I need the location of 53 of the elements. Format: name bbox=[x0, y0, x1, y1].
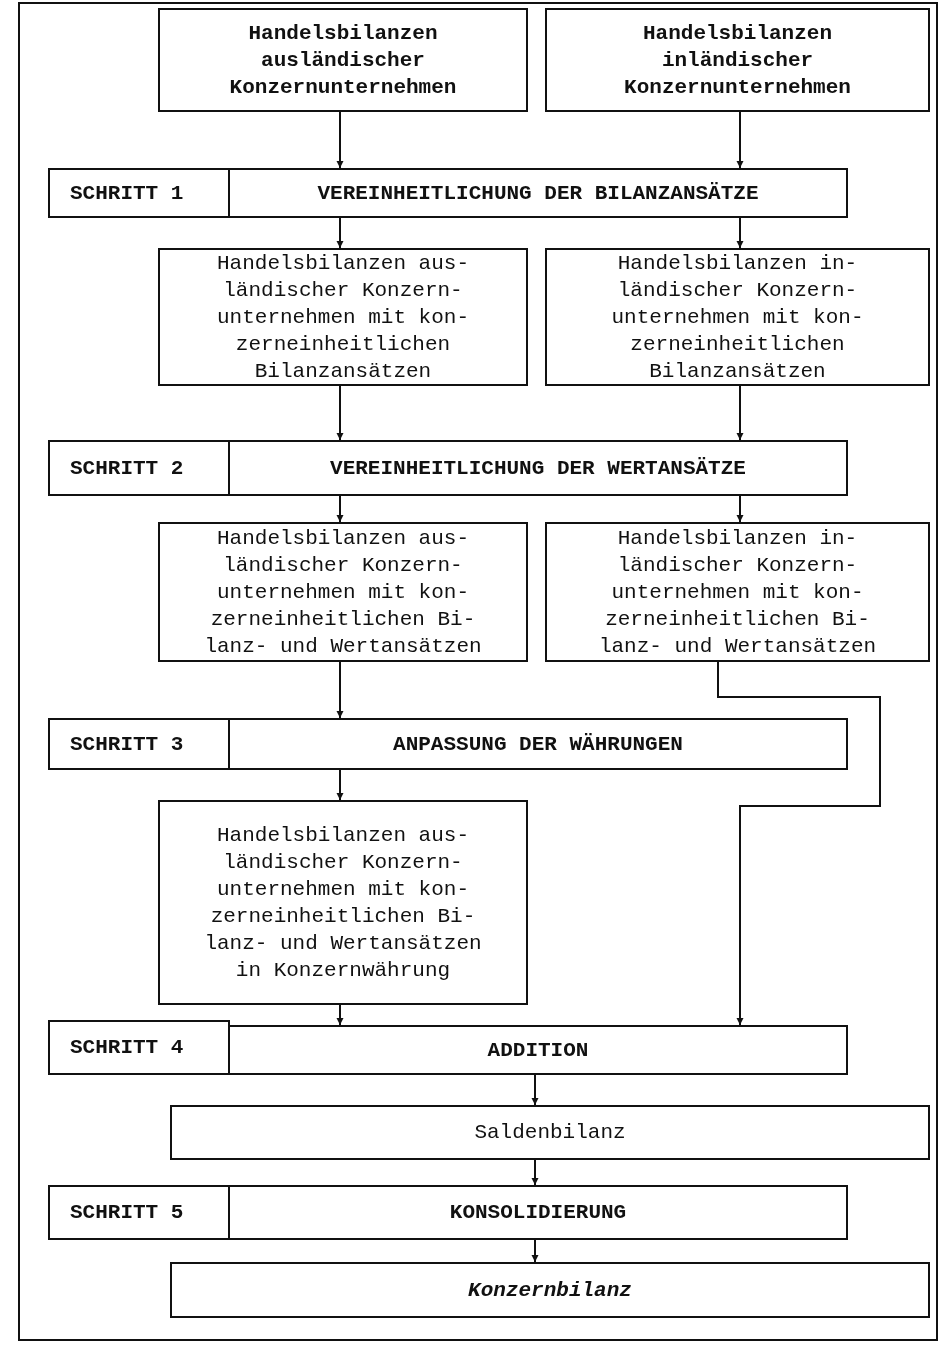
process-box bbox=[158, 800, 528, 1005]
arrow bbox=[736, 385, 744, 441]
step-number: SCHRITT 1 bbox=[70, 180, 184, 207]
step-title: KONSOLIDIERUNG bbox=[449, 1200, 627, 1226]
box-text: Handelsbilanzen in- ländischer Konzern- unternehmen mit kon- zerneinheitlichen Bilanzansätzen bbox=[610, 250, 865, 385]
step-title: ANPASSUNG DER WÄHRUNGEN bbox=[393, 731, 683, 758]
process-box bbox=[158, 522, 528, 662]
step-number: SCHRITT 4 bbox=[70, 1035, 184, 1061]
step-number: SCHRITT 3 bbox=[70, 731, 184, 758]
step-title-box bbox=[228, 440, 848, 496]
step-title-box bbox=[228, 168, 848, 218]
box-text: Handelsbilanzen inländischer Konzernunternehmen bbox=[623, 20, 852, 101]
box-text: Handelsbilanzen aus- ländischer Konzern- unternehmen mit kon- zerneinheitlichen Bi- lanz- und Wertansätzen bbox=[204, 525, 482, 660]
arrow bbox=[531, 1074, 539, 1106]
step-title: VEREINHEITLICHUNG DER WERTANSÄTZE bbox=[330, 455, 746, 482]
arrow bbox=[717, 661, 881, 1026]
step-label-box bbox=[48, 1185, 230, 1240]
arrow bbox=[336, 661, 344, 719]
arrow bbox=[531, 1239, 539, 1263]
box-text: Saldenbilanz bbox=[474, 1120, 626, 1146]
process-box bbox=[545, 8, 930, 112]
step-title: ADDITION bbox=[487, 1037, 589, 1064]
arrow bbox=[336, 111, 344, 169]
step-label-box bbox=[48, 440, 230, 496]
arrow bbox=[336, 1004, 344, 1026]
step-title-box bbox=[228, 1025, 848, 1075]
step-label-box bbox=[48, 718, 230, 770]
step-number: SCHRITT 5 bbox=[70, 1200, 184, 1226]
step-title-box bbox=[228, 1185, 848, 1240]
process-box bbox=[158, 248, 528, 386]
box-text: Konzernbilanz bbox=[468, 1277, 632, 1304]
process-box bbox=[170, 1105, 930, 1160]
arrow bbox=[736, 495, 744, 523]
arrow bbox=[736, 111, 744, 169]
process-box bbox=[158, 8, 528, 112]
process-box bbox=[545, 248, 930, 386]
arrow bbox=[736, 217, 744, 249]
arrow bbox=[336, 385, 344, 441]
box-text: Handelsbilanzen aus- ländischer Konzern- unternehmen mit kon- zerneinheitlichen Bilanzansätzen bbox=[215, 250, 470, 385]
box-text: Handelsbilanzen aus- ländischer Konzern- unternehmen mit kon- zerneinheitlichen Bi- lanz- und Wertansätzen in Konzernwährung bbox=[204, 822, 482, 984]
step-label-box bbox=[48, 168, 230, 218]
arrow bbox=[531, 1159, 539, 1186]
result-box bbox=[170, 1262, 930, 1318]
box-text: Handelsbilanzen in- ländischer Konzern- unternehmen mit kon- zerneinheitlichen Bi- lanz- und Wertansätzen bbox=[598, 525, 877, 660]
step-label-box bbox=[48, 1020, 230, 1075]
step-title-box bbox=[228, 718, 848, 770]
process-box bbox=[545, 522, 930, 662]
arrow bbox=[336, 217, 344, 249]
step-number: SCHRITT 2 bbox=[70, 455, 184, 482]
step-title: VEREINHEITLICHUNG DER BILANZANSÄTZE bbox=[317, 180, 759, 207]
arrow bbox=[336, 495, 344, 523]
arrow bbox=[336, 769, 344, 801]
box-text: Handelsbilanzen ausländischer Konzernunternehmen bbox=[228, 20, 458, 101]
